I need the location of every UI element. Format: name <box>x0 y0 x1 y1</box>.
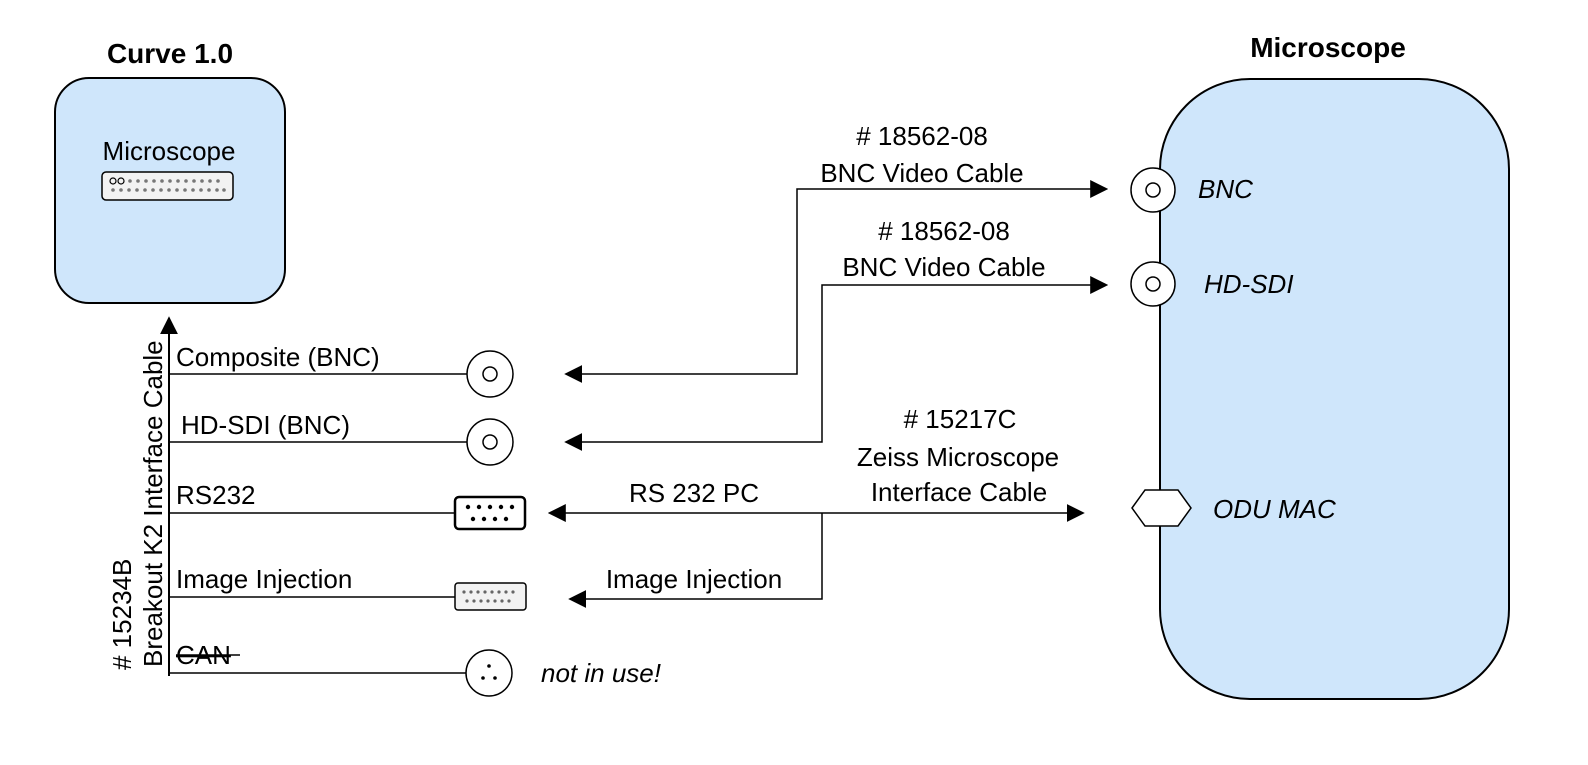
image-injection-label: Image Injection <box>176 564 352 594</box>
db15-connector-icon <box>454 582 527 611</box>
curve-title: Curve 1.0 <box>107 38 233 69</box>
bnc-cable-1-number: # 18562-08 <box>856 121 988 151</box>
microscope-title: Microscope <box>1250 32 1406 63</box>
zeiss-cable-name-line1: Zeiss Microscope <box>857 442 1059 472</box>
microscope-odu-mac-label: ODU MAC <box>1213 494 1336 524</box>
microscope-device-box <box>1159 78 1510 700</box>
rs232-pc-label: RS 232 PC <box>629 478 759 508</box>
bnc-cable-2-number: # 18562-08 <box>878 216 1010 246</box>
zeiss-cable-number: # 15217C <box>904 404 1017 434</box>
bnc-video-cable-2-line <box>564 276 1109 451</box>
can-connector-icon <box>465 649 513 697</box>
zeiss-cable-name-line2: Interface Cable <box>871 477 1047 507</box>
composite-bnc-label: Composite (BNC) <box>176 342 380 372</box>
image-injection-cable-label: Image Injection <box>606 564 782 594</box>
curve-microscope-port-label: Microscope <box>103 136 236 166</box>
image-injection-cable-line <box>568 513 823 608</box>
microscope-hdsdi-label: HD-SDI <box>1204 269 1294 299</box>
hdsdi-bnc-connector-icon <box>466 418 514 466</box>
hdsdi-bnc-label: HD-SDI (BNC) <box>181 410 350 440</box>
microscope-hdsdi-port-icon <box>1130 261 1176 307</box>
rs232-label: RS232 <box>176 480 256 510</box>
bnc-cable-2-name: BNC Video Cable <box>842 252 1045 282</box>
microscope-odu-mac-port-icon <box>1131 489 1192 527</box>
composite-bnc-connector-icon <box>466 350 514 398</box>
breakout-cable-number: # 15234B <box>107 559 137 670</box>
sub-d-connector-icon <box>101 171 234 201</box>
breakout-cable-name: Breakout K2 Interface Cable <box>138 340 168 667</box>
not-in-use-note: not in use! <box>541 658 661 688</box>
microscope-bnc-label: BNC <box>1198 174 1253 204</box>
db9-connector-icon <box>453 495 527 531</box>
microscope-bnc-port-icon <box>1130 167 1176 213</box>
bnc-cable-1-name: BNC Video Cable <box>820 158 1023 188</box>
